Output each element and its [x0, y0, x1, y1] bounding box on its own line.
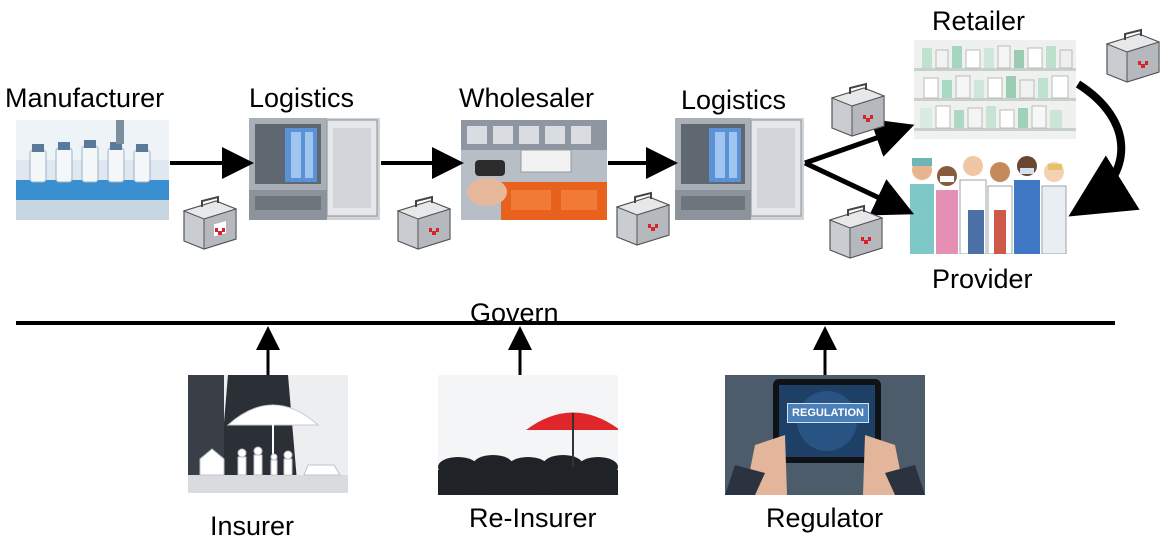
- arrow-icon: [803, 160, 915, 216]
- wholesaler-label: Wholesaler: [459, 83, 595, 113]
- arrow-icon: [1068, 80, 1140, 217]
- manufacturer-image: [16, 120, 169, 220]
- insurer-label: Insurer: [210, 511, 295, 541]
- medical-kit-icon: [828, 204, 884, 259]
- provider-image: [902, 150, 1082, 254]
- manufacturer-label: Manufacturer: [5, 83, 165, 113]
- arrow-icon: [804, 119, 915, 166]
- retailer-label: Retailer: [932, 6, 1026, 36]
- reinsurer-label: Re-Insurer: [469, 503, 597, 533]
- retailer-image: [914, 40, 1076, 139]
- regulator-label: Regulator: [766, 503, 884, 533]
- logistics-image-1: [249, 118, 380, 220]
- provider-label: Provider: [932, 264, 1033, 294]
- govern-label: Govern: [470, 298, 559, 328]
- regulation-sign: REGULATION: [787, 403, 869, 423]
- medical-kit-icon: [1105, 28, 1161, 83]
- logistics-image-2: [675, 118, 804, 220]
- wholesaler-image: [461, 120, 607, 220]
- medical-kit-icon: [615, 191, 671, 246]
- medical-kit-icon: [182, 195, 238, 250]
- logistics-label-2: Logistics: [681, 85, 787, 115]
- medical-kit-icon: [396, 195, 452, 250]
- regulator-image: REGULATION: [725, 375, 925, 495]
- insurer-image: [188, 375, 348, 493]
- logistics-label-1: Logistics: [249, 83, 355, 113]
- medical-kit-icon: [830, 82, 886, 137]
- reinsurer-image: [438, 375, 618, 495]
